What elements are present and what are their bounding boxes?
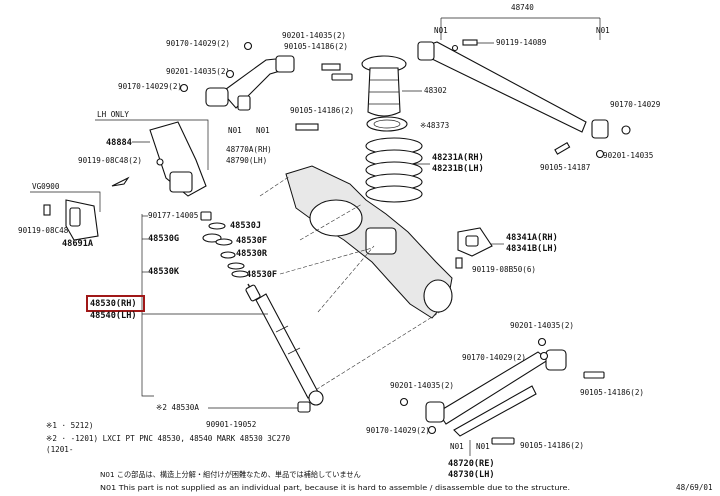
upper-arm-48770[interactable]	[205, 55, 295, 111]
bracket-48341[interactable]	[457, 227, 493, 257]
note-line-1: ※1 · 5212)	[46, 421, 94, 430]
lateral-rod-48740[interactable]	[417, 17, 609, 139]
callout-48884: 48884	[106, 138, 132, 148]
washer-90201-14035-bottom[interactable]	[399, 397, 409, 407]
callout-90201-14035-right: 90201-14035	[603, 151, 653, 160]
callout-90201-14035-lower: 90201-14035(2)	[510, 321, 574, 330]
callout-48530j: 48530J	[230, 221, 261, 231]
bolt-90901-19052[interactable]	[297, 401, 311, 413]
bushing-48530k[interactable]	[227, 262, 245, 270]
washer-48530f-2[interactable]	[231, 270, 249, 278]
callout-90170-14029-lower: 90170-14029(2)	[462, 353, 526, 362]
callout-48790: 48790(LH)	[226, 156, 267, 165]
callout-48530a: ※2 48530A	[156, 403, 199, 412]
bolt-90119-14089[interactable]	[462, 39, 478, 46]
nut-90170-14029-right[interactable]	[621, 125, 631, 135]
nut-90170-14029-bottom[interactable]	[427, 425, 437, 435]
note-line-3: (1201-	[46, 445, 73, 454]
callout-48231a: 48231A(RH)	[432, 153, 484, 163]
coil-spring-48231[interactable]	[365, 137, 423, 203]
callout-48530f-1: 48530F	[236, 236, 267, 246]
callout-90105-14186-mid: 90105-14186(2)	[290, 106, 354, 115]
bolt-90105-14186-lower[interactable]	[583, 371, 605, 379]
callout-90119-08c48-b: 90119-08C48	[18, 226, 69, 235]
nut-90170-14029-lower[interactable]	[539, 351, 549, 361]
variant-label: VG0900	[32, 182, 60, 191]
callout-90170-14029-right: 90170-14029	[610, 100, 661, 109]
note-line-2: ※2 · -1201) LXCI PT PNC 48530, 48540 MAR…	[46, 434, 291, 443]
figure-code: 48/69/01	[676, 483, 713, 492]
bushing-48530r[interactable]	[220, 251, 236, 259]
n01-label-e: N01	[450, 442, 464, 451]
note-n01-jp: N01 この部品は、構造上分解・組付けが困難なため、単品では補給していません	[100, 470, 361, 479]
callout-48530g: 48530G	[148, 234, 179, 244]
nut-90170-14029-top[interactable]	[243, 41, 253, 51]
nut-90177-14005[interactable]	[200, 211, 212, 221]
callout-48373: ※48373	[420, 121, 449, 130]
callout-48720: 48720(RE)	[448, 459, 495, 469]
n01-label-f: N01	[476, 442, 490, 451]
highlight-box-48530	[86, 295, 145, 312]
callout-90201-14035-left: 90201-14035(2)	[166, 67, 230, 76]
callout-90105-14186-lower: 90105-14186(2)	[580, 388, 644, 397]
callout-48530k: 48530K	[148, 267, 180, 277]
callout-48540-lh[interactable]: 48540(LH)	[90, 311, 137, 321]
note-n01-en: N01 This part is not supplied as an indi…	[100, 483, 570, 492]
washer-90201-14035-right[interactable]	[595, 149, 605, 159]
n01-label-b: N01	[596, 26, 610, 35]
washer-90201-14035-lower[interactable]	[537, 337, 547, 347]
bolt-90105-14186-top[interactable]	[321, 63, 341, 71]
lower-arm-48720[interactable]	[425, 349, 567, 437]
spring-insulator-48373[interactable]	[366, 116, 408, 132]
callout-90105-14186-top: 90105-14186(2)	[284, 42, 348, 51]
washer-48530j[interactable]	[208, 222, 226, 230]
bracket-48691a[interactable]	[65, 199, 99, 241]
n01-label-a: N01	[434, 26, 448, 35]
bump-stopper-48302[interactable]	[361, 55, 407, 117]
bolt-90105-14187[interactable]	[554, 142, 571, 155]
callout-90170-14029-left: 90170-14029(2)	[118, 82, 182, 91]
callout-48691a: 48691A	[62, 239, 94, 249]
bolt-90119-08c48-b[interactable]	[43, 204, 51, 216]
callout-90901-19052: 90901-19052	[206, 420, 256, 429]
bolt-90105-14186-bottom[interactable]	[491, 437, 515, 445]
callout-90119-08b50: 90119-08B50(6)	[472, 265, 536, 274]
axle-housing	[285, 165, 453, 319]
callout-48341b: 48341B(LH)	[506, 244, 558, 254]
callout-48231b: 48231B(LH)	[432, 164, 484, 174]
callout-48730: 48730(LH)	[448, 470, 495, 480]
nut-90170-14029-left[interactable]	[179, 83, 189, 93]
callout-48530-rh[interactable]: 48530(RH)	[90, 299, 137, 309]
n01-label-d: N01	[256, 126, 270, 135]
callout-90201-14035-bottom: 90201-14035(2)	[390, 381, 454, 390]
callout-90170-14029-bottom: 90170-14029(2)	[366, 426, 430, 435]
callout-90201-14035-top: 90201-14035(2)	[282, 31, 346, 40]
washer-48530f-1[interactable]	[215, 238, 233, 246]
n01-label-c: N01	[228, 126, 242, 135]
callout-48530r: 48530R	[236, 249, 268, 259]
callout-90177-14005: 90177-14005	[148, 211, 198, 220]
bolt-90119-08b50[interactable]	[455, 257, 463, 269]
callout-48302: 48302	[424, 86, 447, 95]
washer-90201-14035-left[interactable]	[225, 69, 235, 79]
callout-90119-08c48-a: 90119-08C48(2)	[78, 156, 142, 165]
lh-only-label: LH ONLY	[97, 110, 129, 119]
shock-absorber-48530[interactable]	[245, 283, 324, 406]
callout-90170-14029-top: 90170-14029(2)	[166, 39, 230, 48]
callout-90105-14186-bottom: 90105-14186(2)	[520, 441, 584, 450]
callout-90105-14187: 90105-14187	[540, 163, 590, 172]
callout-48770: 48770A(RH)	[226, 145, 272, 154]
callout-48740: 48740	[511, 3, 534, 12]
bolt-90105-14186-top-b[interactable]	[331, 73, 353, 81]
bracket-48884[interactable]	[149, 121, 207, 197]
callout-48530f-2: 48530F	[246, 270, 277, 280]
bolt-90105-14186-mid[interactable]	[295, 123, 319, 131]
callout-90119-14089: 90119-14089	[496, 38, 547, 47]
callout-48341a: 48341A(RH)	[506, 233, 558, 243]
